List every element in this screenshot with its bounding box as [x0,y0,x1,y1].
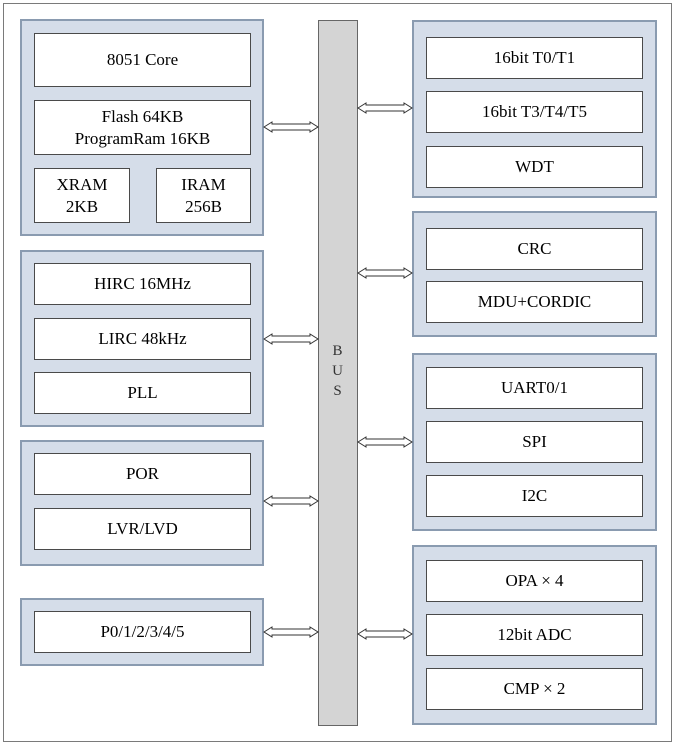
block-hirc: HIRC 16MHz [34,263,251,305]
arrow-analog [357,628,413,640]
block-lvr-lvd: LVR/LVD [34,508,251,550]
arrow-timers [357,102,413,114]
block-i2c: I2C [426,475,643,517]
arrow-clocks [263,333,319,345]
system-bus: B U S [318,20,358,726]
block-crc: CRC [426,228,643,270]
block-uart: UART0/1 [426,367,643,409]
block-cmp: CMP × 2 [426,668,643,710]
block-por: POR [34,453,251,495]
arrow-core-memory [263,121,319,133]
block-8051-core: 8051 Core [34,33,251,87]
block-mdu-cordic: MDU+CORDIC [426,281,643,323]
block-flash-programram: Flash 64KB ProgramRam 16KB [34,100,251,155]
block-opa: OPA × 4 [426,560,643,602]
arrow-comm [357,436,413,448]
block-timer-t0-t1: 16bit T0/T1 [426,37,643,79]
block-adc: 12bit ADC [426,614,643,656]
block-iram: IRAM 256B [156,168,251,223]
arrow-gpio [263,626,319,638]
block-wdt: WDT [426,146,643,188]
arrow-math [357,267,413,279]
bus-label: B U S [332,343,344,399]
block-lirc: LIRC 48kHz [34,318,251,360]
block-gpio-ports: P0/1/2/3/4/5 [34,611,251,653]
block-pll: PLL [34,372,251,414]
block-xram: XRAM 2KB [34,168,130,223]
block-timer-t3-t4-t5: 16bit T3/T4/T5 [426,91,643,133]
block-spi: SPI [426,421,643,463]
arrow-power [263,495,319,507]
diagram-frame [3,3,672,742]
